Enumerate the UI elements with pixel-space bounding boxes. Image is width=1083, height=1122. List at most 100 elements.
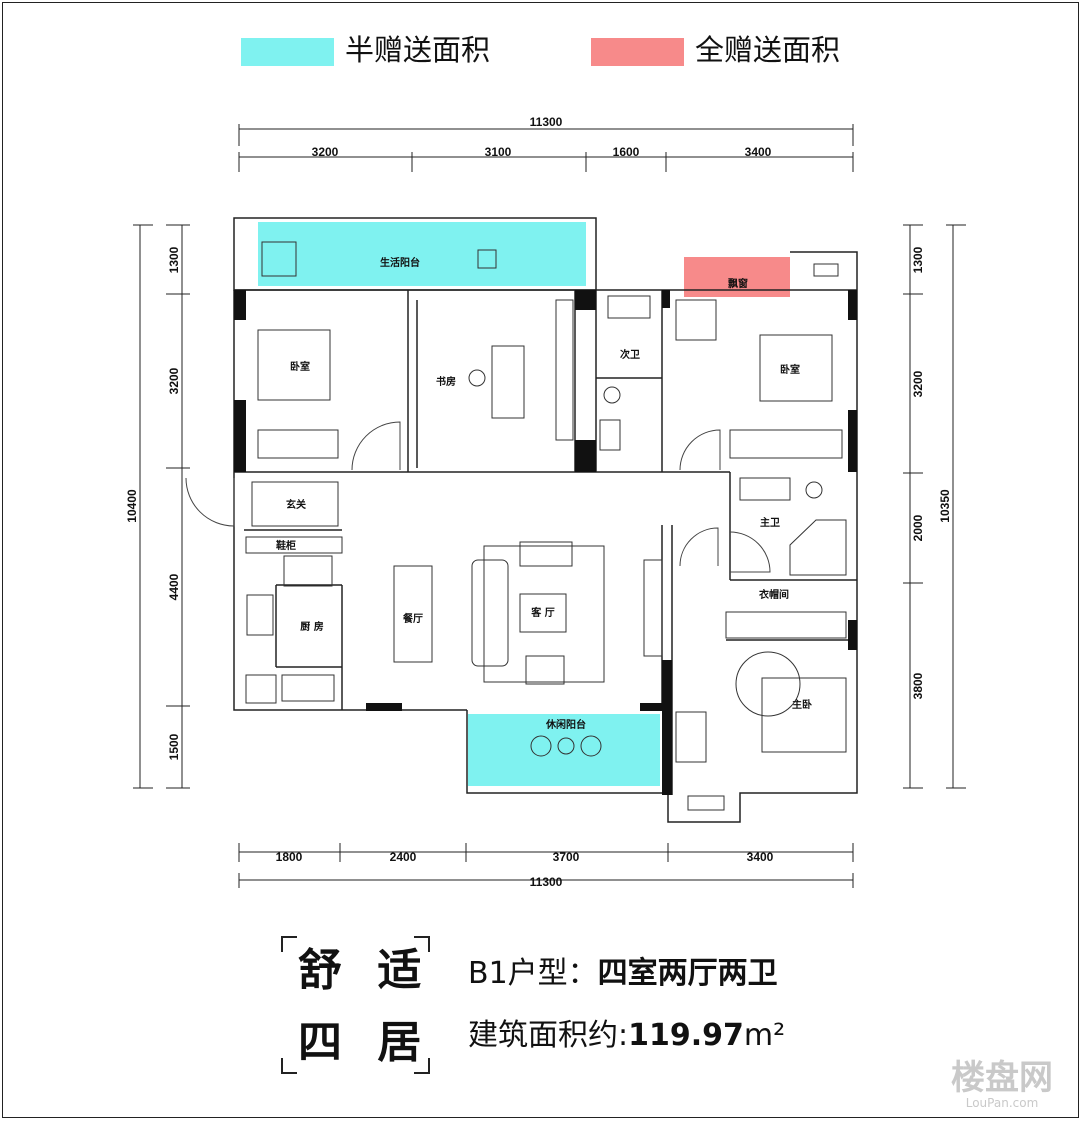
room-master-bath: 主卫 [760,516,780,529]
bracket-top-right [414,936,430,952]
tagline-line2: 四 居 [298,1017,432,1068]
dim-right-4: 3800 [911,672,925,699]
room-kitchen: 厨 房 [300,620,323,633]
dim-top-4: 3400 [745,145,772,159]
dim-left-total: 10400 [125,489,139,523]
ac-unit-icon [687,795,725,811]
tv-cabinet-icon [643,559,663,657]
dim-top-total: 11300 [530,115,563,129]
bed-icon [257,329,331,401]
legend-half-swatch [241,38,334,66]
unit-area: 建筑面积约:119.97m² [468,1018,785,1054]
basin-icon [599,419,621,451]
desk-icon [491,345,525,419]
room-closet: 衣帽间 [759,588,789,601]
room-second-bath: 次卫 [620,348,640,361]
dim-left-1: 1300 [167,246,181,273]
wall-columns [234,290,857,795]
mop-sink-icon [477,249,497,269]
shower-icon [789,519,847,576]
dim-left-4: 1500 [167,733,181,760]
shoe-cabinet-icon [245,536,343,554]
doors [185,421,771,573]
dim-left-2: 3200 [167,367,181,394]
room-bedroom-right: 卧室 [780,363,800,376]
room-study: 书房 [436,375,456,388]
dimension-lines [133,124,966,888]
entry-cabinet-icon [251,481,339,527]
furniture [245,241,847,811]
entry-door-icon [185,477,235,527]
tea-table-icon [557,737,575,755]
door-icon [351,421,401,471]
closet-rack-icon [725,611,847,639]
room-master-bedroom: 主卧 [792,698,812,711]
sink-icon [246,594,274,636]
door-icon [679,429,721,471]
chair-icon [580,735,602,757]
ac-unit-icon [813,263,839,277]
coffee-table-icon [519,593,567,633]
stove-icon [281,674,335,702]
dim-top-2: 3100 [485,145,512,159]
room-living-balcony: 生活阳台 [380,256,420,269]
toilet-icon [805,481,823,499]
watermark-en: LouPan.com [965,1096,1039,1110]
unit-type: B1户型：四室两厅两卫 [468,956,778,992]
unit-area-label: 建筑面积约: [468,1018,629,1053]
wardrobe-icon [257,429,339,459]
bracket-bottom-left [281,1058,297,1074]
unit-type-label: B1户型： [468,956,598,991]
chair-icon [530,735,552,757]
watermark: 楼盘网 LouPan.com [951,1060,1053,1110]
armchair-icon [525,655,565,685]
cabinet-icon [675,711,707,763]
room-living: 客 厅 [530,606,554,619]
dim-right-3: 2000 [911,514,925,541]
door-icon [679,527,719,567]
room-entry: 玄关 [286,498,306,511]
dim-top-1: 3200 [312,145,339,159]
bay-window-area [684,257,790,297]
basin-icon [739,477,791,501]
leisure-balcony-area [468,714,660,786]
armchair-icon [519,541,573,567]
rug-icon [483,545,605,683]
room-shoe-cabinet: 鞋柜 [276,539,296,552]
wardrobe-icon [729,429,843,459]
sofa-icon [471,559,509,667]
unit-type-value: 四室两厅两卫 [597,956,778,991]
unit-area-value: 119.97 [628,1018,744,1053]
room-bedroom-left: 卧室 [290,360,310,373]
bookshelf-icon [555,299,574,441]
toilet-icon [603,386,621,404]
bracket-top-left [281,936,297,952]
dim-top-3: 1600 [613,145,640,159]
bracket-bottom-right [414,1058,430,1074]
dim-left-3: 4400 [167,573,181,600]
unit-area-unit: m² [743,1018,786,1053]
dim-bottom-3: 3700 [553,850,580,864]
fridge-icon [245,674,277,704]
bathtub-icon [607,295,651,319]
dim-right-2: 3200 [911,370,925,397]
room-bay-window: 飘窗 [728,277,748,290]
dim-right-1: 1300 [911,246,925,273]
dim-bottom-1: 1800 [276,850,303,864]
tagline-line1: 舒 适 [298,945,432,996]
dining-table-icon [393,565,433,663]
bed-icon [759,334,833,402]
dim-bottom-total: 11300 [530,875,563,889]
legend-full-label: 全赠送面积 [695,33,841,67]
dim-right-total: 10350 [938,489,952,523]
dim-bottom-4: 3400 [747,850,774,864]
washer-icon [261,241,297,277]
bay-seat-icon [675,299,717,341]
legend-half-label: 半赠送面积 [345,33,491,67]
bed-icon [761,677,847,753]
range-hood-icon [283,555,333,587]
dim-bottom-2: 2400 [390,850,417,864]
living-balcony-area [258,222,586,286]
